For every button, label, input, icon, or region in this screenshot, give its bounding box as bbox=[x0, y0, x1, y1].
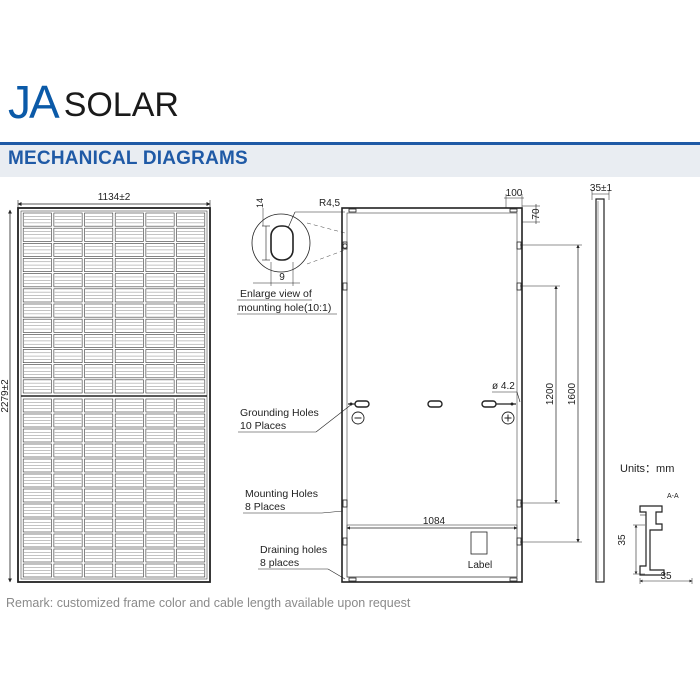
remark-text: Remark: customized frame color and cable… bbox=[6, 596, 411, 610]
section-title: MECHANICAL DIAGRAMS bbox=[8, 148, 248, 169]
profile-width-label: 35 bbox=[660, 571, 672, 582]
hole-diameter-label: ø 4.2 bbox=[492, 381, 515, 392]
label-box-text: Label bbox=[468, 560, 492, 571]
hole-height-label: 14 bbox=[255, 198, 265, 208]
minus-terminal-icon bbox=[351, 411, 365, 425]
dimension-1200-label: 1200 bbox=[545, 382, 556, 405]
hole-radius-label: R4,5 bbox=[319, 198, 341, 209]
back-view: 100 70 bbox=[238, 188, 582, 583]
frame-holes bbox=[342, 208, 522, 582]
dimension-1600-label: 1600 bbox=[567, 382, 578, 405]
side-frame bbox=[595, 198, 605, 583]
front-view: 1134±2 2279±2 bbox=[0, 192, 211, 583]
hole-width-label: 9 bbox=[279, 272, 285, 283]
mounting-hole-slot bbox=[270, 225, 294, 261]
back-side-dimension: 70 bbox=[531, 208, 542, 220]
dimension-1084-label: 1084 bbox=[423, 516, 446, 527]
mounting-callout-line2: 8 Places bbox=[245, 501, 285, 513]
detail-hole-reference bbox=[342, 243, 348, 249]
solar-cell-grid bbox=[22, 212, 206, 578]
frame-profile: A-A 35 35 bbox=[617, 493, 693, 584]
units-label: Units：mm bbox=[620, 463, 674, 475]
brand-name: SOLAR bbox=[63, 86, 179, 124]
grounding-callout-line2: 10 Places bbox=[240, 420, 286, 432]
grounding-hole-slots bbox=[348, 400, 516, 408]
section-label: A-A bbox=[667, 493, 679, 500]
side-thickness-label: 35±1 bbox=[590, 183, 613, 194]
side-view: 35±1 bbox=[590, 183, 613, 583]
draining-callout-line1: Draining holes bbox=[260, 544, 327, 556]
back-panel-frame bbox=[341, 207, 523, 583]
back-top-dimension: 100 bbox=[506, 188, 523, 199]
brand-logo: JA SOLAR bbox=[8, 76, 179, 128]
junction-area bbox=[346, 524, 518, 578]
grounding-callout-line1: Grounding Holes bbox=[240, 407, 319, 419]
plus-terminal-icon bbox=[501, 411, 515, 425]
frame-cross-section bbox=[639, 505, 665, 576]
mounting-callout-line1: Mounting Holes bbox=[245, 488, 318, 500]
draining-callout-line2: 8 places bbox=[260, 557, 299, 569]
front-width-label: 1134±2 bbox=[98, 192, 131, 203]
hole-detail: 14 R4,5 9 Enlarge view of mounting hole(… bbox=[237, 198, 346, 315]
detail-caption-line2: mounting hole(10:1) bbox=[238, 302, 331, 314]
detail-circle bbox=[251, 213, 311, 273]
detail-caption-line1: Enlarge view of bbox=[240, 288, 312, 300]
brand-mark: JA bbox=[8, 76, 60, 128]
section-band bbox=[0, 145, 700, 177]
label-box bbox=[470, 531, 488, 555]
header-rule bbox=[0, 142, 700, 145]
front-height-label: 2279±2 bbox=[0, 379, 11, 413]
profile-height-label: 35 bbox=[617, 534, 628, 546]
